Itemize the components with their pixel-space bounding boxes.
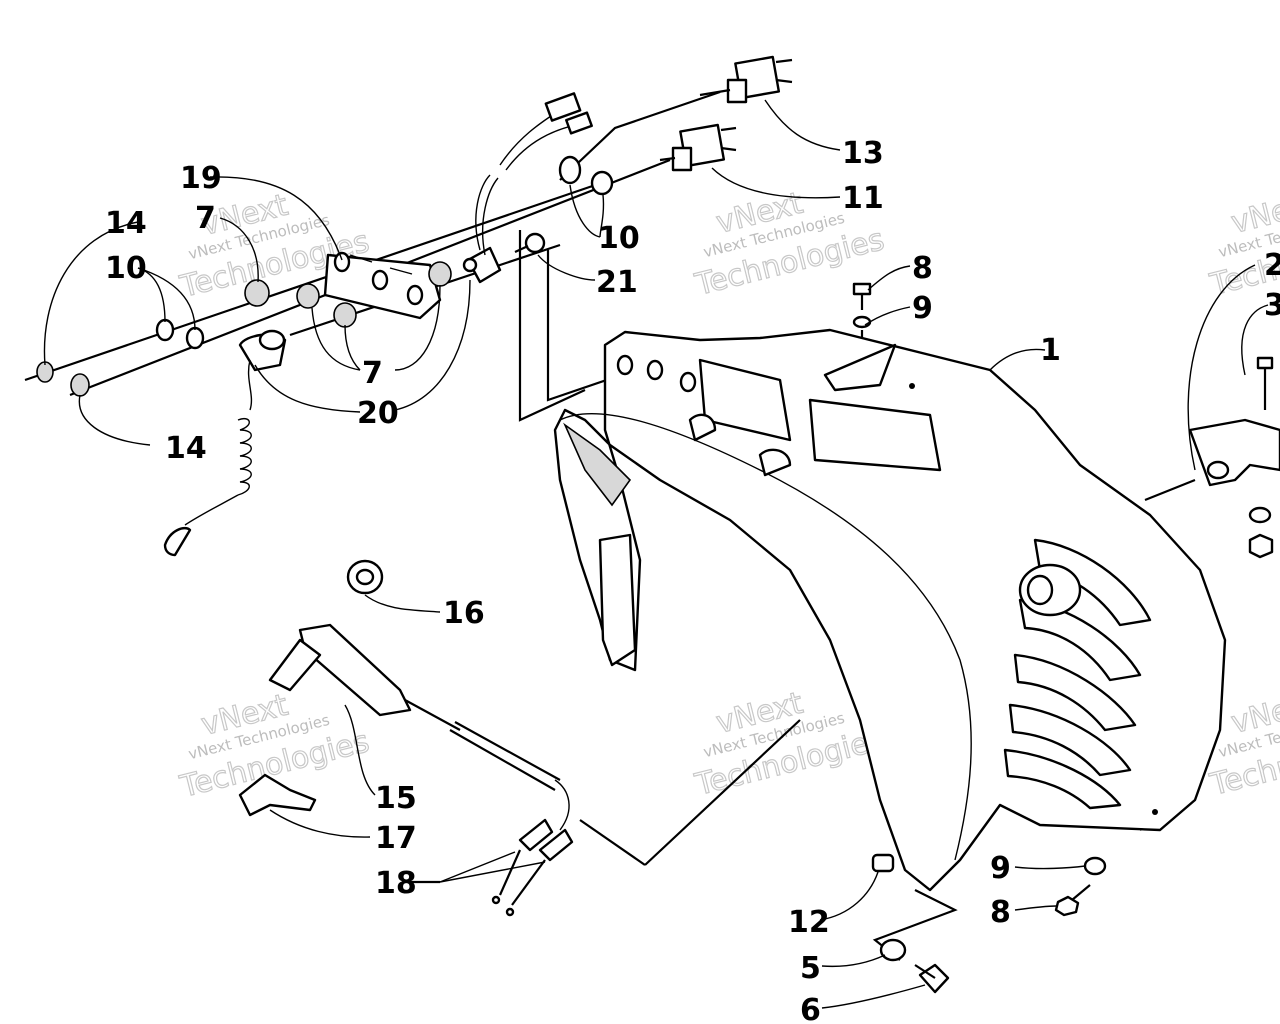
callout-21: 21 [596, 265, 638, 300]
callout-7-bottom: 7 [362, 356, 383, 391]
throttle-lever-alt [238, 773, 317, 817]
tether-cord [163, 329, 287, 557]
toggle-switch-11 [659, 123, 841, 199]
callout-1: 1 [1040, 333, 1061, 368]
leader-lines [43, 176, 1086, 1009]
callout-3: 3 [1264, 288, 1280, 323]
hood-assembly [553, 328, 1227, 892]
callout-6: 6 [800, 993, 821, 1024]
callout-12: 12 [788, 905, 830, 940]
callout-2: 2 [1264, 248, 1280, 283]
callout-17: 17 [375, 821, 417, 856]
callout-9-top: 9 [912, 291, 933, 326]
callouts: 1 2 3 5 6 7 7 8 8 9 9 10 10 11 12 13 14 … [105, 136, 1280, 1024]
callout-8-top: 8 [912, 251, 933, 286]
callout-14-bottom: 14 [165, 431, 207, 466]
callout-9-bottom: 9 [990, 851, 1011, 886]
right-bracket [1187, 264, 1280, 559]
callout-20: 20 [357, 396, 399, 431]
callout-7-top: 7 [195, 201, 216, 236]
louvre-3 [1013, 653, 1137, 732]
callout-10-right: 10 [598, 221, 640, 256]
decal-plate [323, 251, 442, 320]
louvre-4 [1008, 703, 1132, 777]
callout-16: 16 [443, 596, 485, 631]
callout-15: 15 [375, 781, 417, 816]
callout-5: 5 [800, 951, 821, 986]
callout-19: 19 [180, 161, 222, 196]
callout-14-top: 14 [105, 206, 147, 241]
hood-mount-tab [823, 343, 897, 392]
throttle-assembly [268, 559, 574, 917]
callout-10-left: 10 [105, 251, 147, 286]
louvre-5 [1003, 748, 1122, 810]
callout-11: 11 [842, 181, 884, 216]
kill-switch [462, 92, 593, 284]
callout-8-bottom: 8 [990, 895, 1011, 930]
hood-mount-hole-inner [1026, 574, 1054, 606]
callout-18: 18 [375, 866, 417, 901]
toggle-switch-13 [699, 55, 841, 151]
hood-outer [553, 328, 1227, 892]
callout-13: 13 [842, 136, 884, 171]
